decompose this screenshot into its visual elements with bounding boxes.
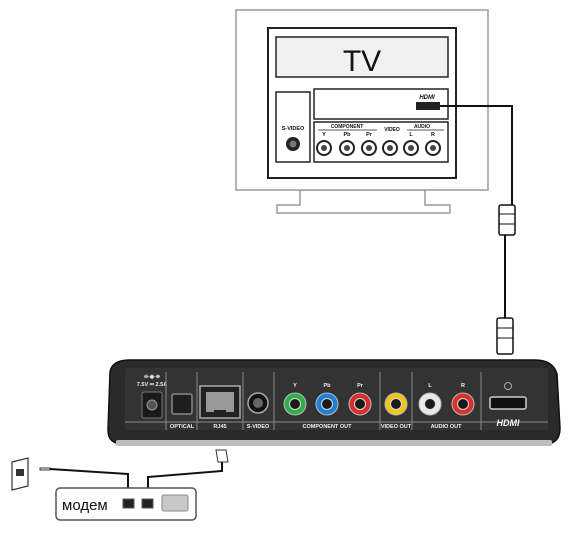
tv-hdmi-port: [416, 102, 440, 110]
rca-pb-port: [315, 392, 339, 416]
tv-port-y-label: Y: [322, 132, 326, 138]
tv-rca-ports: [316, 140, 441, 156]
audio-out-label: AUDIO OUT: [431, 424, 463, 430]
modem-panel: [161, 494, 189, 512]
box-hdmi-port: [489, 396, 527, 410]
tv-port-l-label: L: [409, 132, 413, 138]
tv-stand: [276, 189, 451, 214]
box-port-l-label: L: [428, 383, 432, 389]
tv-title-screen: [275, 36, 449, 78]
rca-audio-l-port: [418, 392, 442, 416]
box-port-pb-label: Pb: [323, 383, 331, 389]
optical-port: [171, 393, 193, 415]
modem-label: модем: [62, 497, 108, 514]
tv-video-label: VIDEO: [384, 127, 400, 133]
component-out-label: COMPONENT OUT: [303, 424, 353, 430]
modem-ethernet-port: [141, 498, 154, 509]
box-port-pr-label: Pr: [357, 383, 364, 389]
set-top-box: ⊖-◉-⊕ 7.5V ⎓ 2.5A OPTICAL RJ45 S-VIDEO Y…: [107, 359, 561, 446]
tv-audio-label: AUDIO: [414, 124, 430, 130]
tv-port-pr-label: Pr: [366, 132, 373, 138]
svg-text:⊖-◉-⊕: ⊖-◉-⊕: [144, 374, 160, 380]
box-port-r-label: R: [461, 383, 465, 389]
optical-label: OPTICAL: [170, 424, 195, 430]
rj45-label: RJ45: [213, 424, 226, 430]
tv-port-pb-label: Pb: [343, 132, 351, 138]
hdmi-cable: [440, 105, 516, 355]
tv-svideo-label: S-VIDEO: [282, 126, 305, 132]
tv: TV S-VIDEO HDMI COMPONENT VIDEO AUDIO Y …: [235, 9, 489, 214]
tv-component-label: COMPONENT: [331, 124, 364, 130]
rca-pr-port: [348, 392, 372, 416]
rca-video-port: [384, 392, 408, 416]
box-port-y-label: Y: [293, 383, 297, 389]
tv-av-box: [313, 121, 449, 163]
power-label: 7.5V ⎓ 2.5A: [137, 382, 167, 388]
wall-phone-jack: [11, 457, 29, 491]
box-svideo-label: S-VIDEO: [247, 424, 270, 430]
tv-hdmi-logo: HDMI: [419, 95, 435, 101]
rca-y-port: [283, 392, 307, 416]
tv-title: TV: [343, 45, 381, 78]
modem-phone-port: [122, 498, 135, 509]
box-hdmi-logo: HDMI: [497, 418, 520, 428]
video-out-label: VIDEO OUT: [381, 424, 412, 430]
modem: модем: [55, 487, 197, 521]
rca-audio-r-port: [451, 392, 475, 416]
tv-port-r-label: R: [431, 132, 435, 138]
